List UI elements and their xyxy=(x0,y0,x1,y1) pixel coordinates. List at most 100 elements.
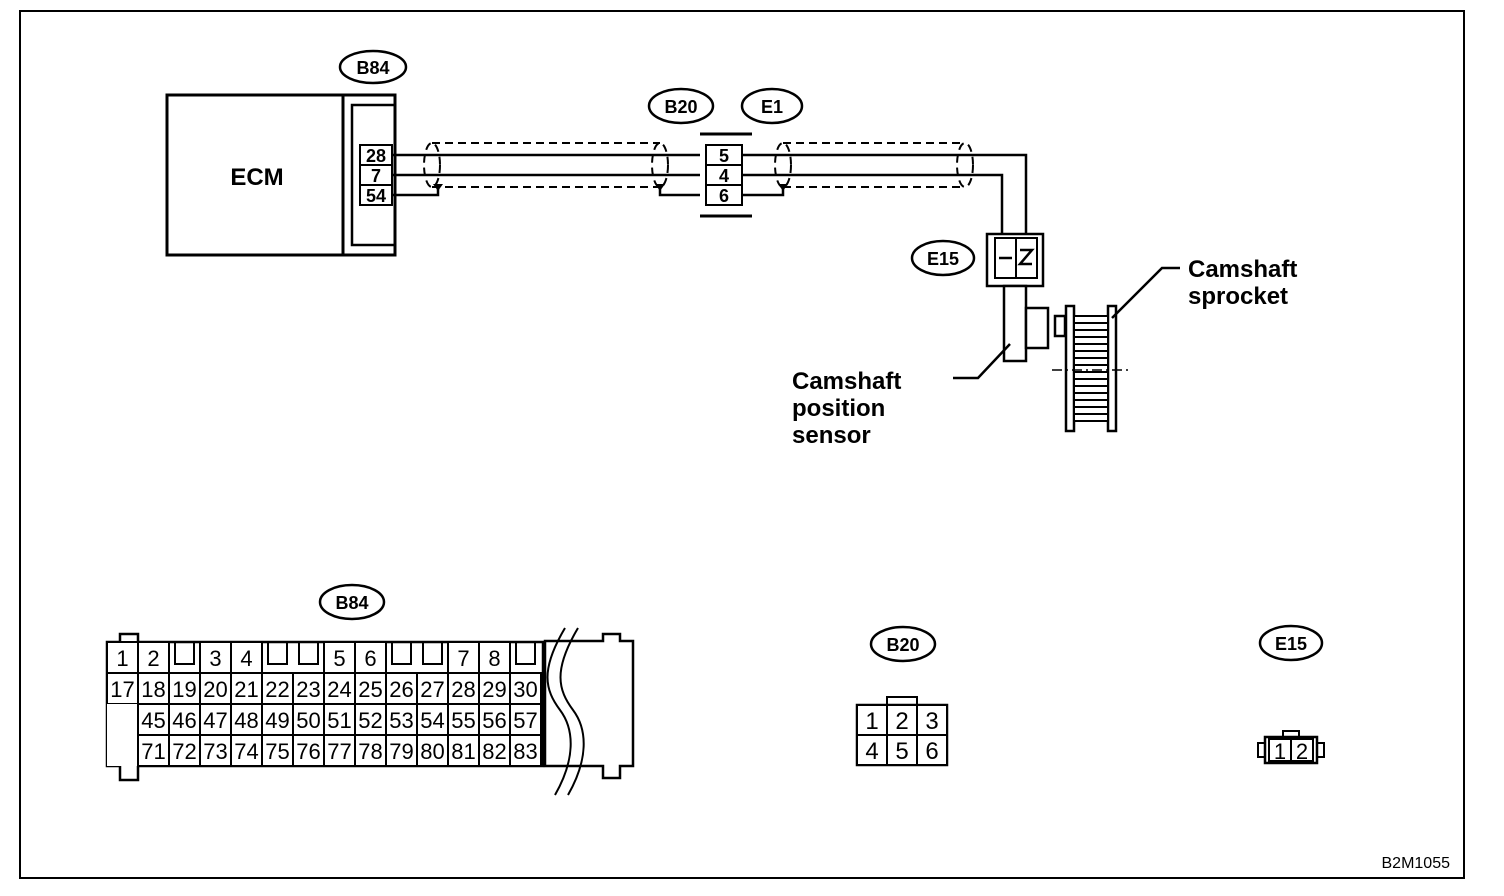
joint-pin-6: 6 xyxy=(719,186,729,206)
connector-oval-b84-top xyxy=(338,49,408,85)
b84-pin-cell xyxy=(168,703,201,736)
connector-oval-e15-top xyxy=(910,239,976,277)
b84-pin-81: 81 xyxy=(451,739,475,764)
b84-pin-28: 28 xyxy=(451,677,475,702)
b84-key-slot xyxy=(293,641,324,665)
connector-label-e1-top: E1 xyxy=(761,97,783,117)
b84-pin-2: 2 xyxy=(147,646,159,671)
harness-right xyxy=(742,142,1028,235)
b84-pin-5: 5 xyxy=(333,646,345,671)
connector-oval-b20-top xyxy=(647,87,715,125)
ecm-pin-54: 54 xyxy=(366,186,386,206)
b84-pin-23: 23 xyxy=(296,677,320,702)
b84-pin-cell xyxy=(168,734,201,767)
ecm-box xyxy=(165,93,397,257)
sensor-connector-e15 xyxy=(985,232,1045,288)
b84-pin-cell xyxy=(292,734,325,767)
b84-pin-48: 48 xyxy=(234,708,258,733)
b84-pin-20: 20 xyxy=(203,677,227,702)
b84-pin-30: 30 xyxy=(513,677,537,702)
ecm-label: ECM xyxy=(230,164,283,191)
b84-pin-50: 50 xyxy=(296,708,320,733)
connector-label-b84-top: B84 xyxy=(356,58,389,78)
b20-pin-5: 5 xyxy=(895,738,908,765)
b84-pin-cell xyxy=(354,734,387,767)
ecm-pin-7: 7 xyxy=(371,166,381,186)
b84-pin-1: 1 xyxy=(116,646,128,671)
b84-pin-cell xyxy=(447,641,480,674)
b84-pin-79: 79 xyxy=(389,739,413,764)
b84-pin-3: 3 xyxy=(209,646,221,671)
b84-key-slot xyxy=(169,641,200,665)
b84-pin-51: 51 xyxy=(327,708,351,733)
b84-pin-cell xyxy=(323,703,356,736)
b84-pin-22: 22 xyxy=(265,677,289,702)
b84-pin-cell xyxy=(385,734,418,767)
b84-pin-49: 49 xyxy=(265,708,289,733)
b84-pin-cell xyxy=(137,641,170,674)
b84-pin-cell xyxy=(199,703,232,736)
b84-key-slot xyxy=(386,641,417,665)
b84-blank-cell xyxy=(107,735,138,766)
b84-pin-cell xyxy=(416,734,449,767)
e15-pin-2: 2 xyxy=(1296,739,1308,764)
sprocket-leader-line xyxy=(1111,266,1180,319)
sprocket-label-line1: Camshaft xyxy=(1188,256,1297,283)
b84-blank-cell xyxy=(107,704,138,735)
connector-label-b20-top: B20 xyxy=(664,97,697,117)
b84-pin-26: 26 xyxy=(389,677,413,702)
b84-pin-cell xyxy=(509,703,542,736)
b84-pin-cell xyxy=(199,734,232,767)
joint-pin-5: 5 xyxy=(719,146,729,166)
connector-label-b20-bottom: B20 xyxy=(886,635,919,655)
b20-pin-1: 1 xyxy=(865,708,878,735)
b84-pin-75: 75 xyxy=(265,739,289,764)
b20-connector-face: 1 2 3 4 5 6 xyxy=(855,696,949,767)
camshaft-sprocket xyxy=(1052,304,1130,433)
connector-oval-e15-bottom xyxy=(1258,624,1324,662)
joint-pin-4: 4 xyxy=(719,166,729,186)
camshaft-position-sensor xyxy=(1002,284,1067,363)
e15-connector-face: 1 2 xyxy=(1257,730,1325,765)
b84-pin-74: 74 xyxy=(234,739,258,764)
ecm-pin-28: 28 xyxy=(366,146,386,166)
b84-key-slot xyxy=(262,641,293,665)
b84-pin-77: 77 xyxy=(327,739,351,764)
b84-pin-72: 72 xyxy=(172,739,196,764)
b84-pin-24: 24 xyxy=(327,677,351,702)
b84-pin-cell xyxy=(230,641,263,674)
b84-pin-19: 19 xyxy=(172,677,196,702)
b84-pin-80: 80 xyxy=(420,739,444,764)
b84-pin-83: 83 xyxy=(513,739,537,764)
b84-pin-8: 8 xyxy=(488,646,500,671)
b84-pin-6: 6 xyxy=(364,646,376,671)
b84-pin-54: 54 xyxy=(420,708,444,733)
b84-pin-45: 45 xyxy=(141,708,165,733)
b84-pin-52: 52 xyxy=(358,708,382,733)
b84-pin-7: 7 xyxy=(457,646,469,671)
b84-pin-57: 57 xyxy=(513,708,537,733)
b84-pin-25: 25 xyxy=(358,677,382,702)
b84-pin-4: 4 xyxy=(240,646,252,671)
b84-pin-71: 71 xyxy=(141,739,165,764)
connector-label-e15-bottom: E15 xyxy=(1275,634,1307,654)
diagram-frame xyxy=(19,10,1465,879)
sensor-label-line1: Camshaft xyxy=(792,368,901,395)
b84-key-slot xyxy=(417,641,448,665)
connector-label-b84-bottom: B84 xyxy=(335,593,368,613)
b84-pin-21: 21 xyxy=(234,677,258,702)
b84-pin-cell xyxy=(447,734,480,767)
b20-pin-2: 2 xyxy=(895,708,908,735)
b84-pin-cell xyxy=(230,734,263,767)
b20-pin-4: 4 xyxy=(865,738,878,765)
connector-label-e15-top: E15 xyxy=(927,249,959,269)
b84-pin-17: 17 xyxy=(110,677,134,702)
sensor-label-line3: sensor xyxy=(792,422,871,449)
b84-key-slot xyxy=(510,641,541,665)
e15-pin-1: 1 xyxy=(1274,739,1286,764)
b84-pin-55: 55 xyxy=(451,708,475,733)
b20-pin-3: 3 xyxy=(925,708,938,735)
b84-pin-46: 46 xyxy=(172,708,196,733)
